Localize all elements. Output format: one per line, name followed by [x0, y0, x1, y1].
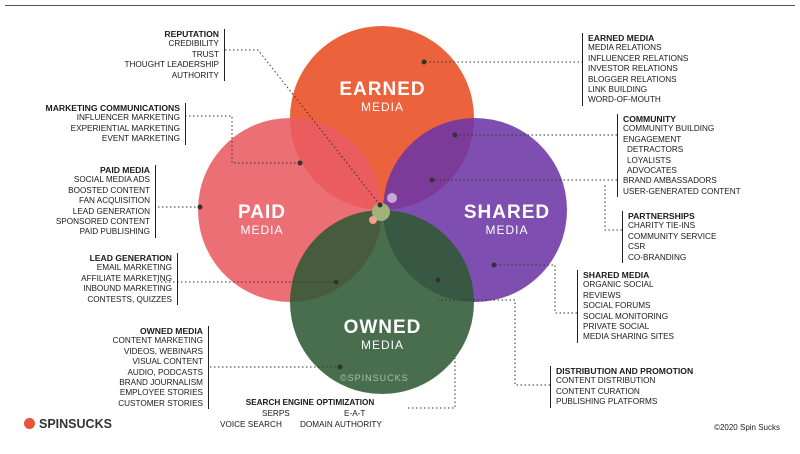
seo-block: SEARCH ENGINE OPTIMIZATION SERPS E-A-T V…	[220, 398, 382, 429]
brand-logo: SPINSUCKS	[24, 417, 112, 431]
center-dot-1	[372, 203, 390, 221]
spin-logo-icon	[24, 418, 35, 429]
marcom-block: MARKETING COMMUNICATIONS INFLUENCER MARK…	[46, 103, 186, 145]
connector-lines	[157, 49, 622, 409]
watermark: ©SPINSUCKS	[340, 373, 409, 383]
center-dot-3	[369, 216, 377, 224]
center-dot-2	[387, 193, 397, 203]
owned-circle	[290, 210, 474, 394]
distribution-block: DISTRIBUTION AND PROMOTION CONTENT DISTR…	[550, 366, 693, 408]
top-rule	[5, 5, 795, 450]
connector-dots	[197, 59, 497, 370]
copyright: ©2020 Spin Sucks	[714, 423, 780, 432]
